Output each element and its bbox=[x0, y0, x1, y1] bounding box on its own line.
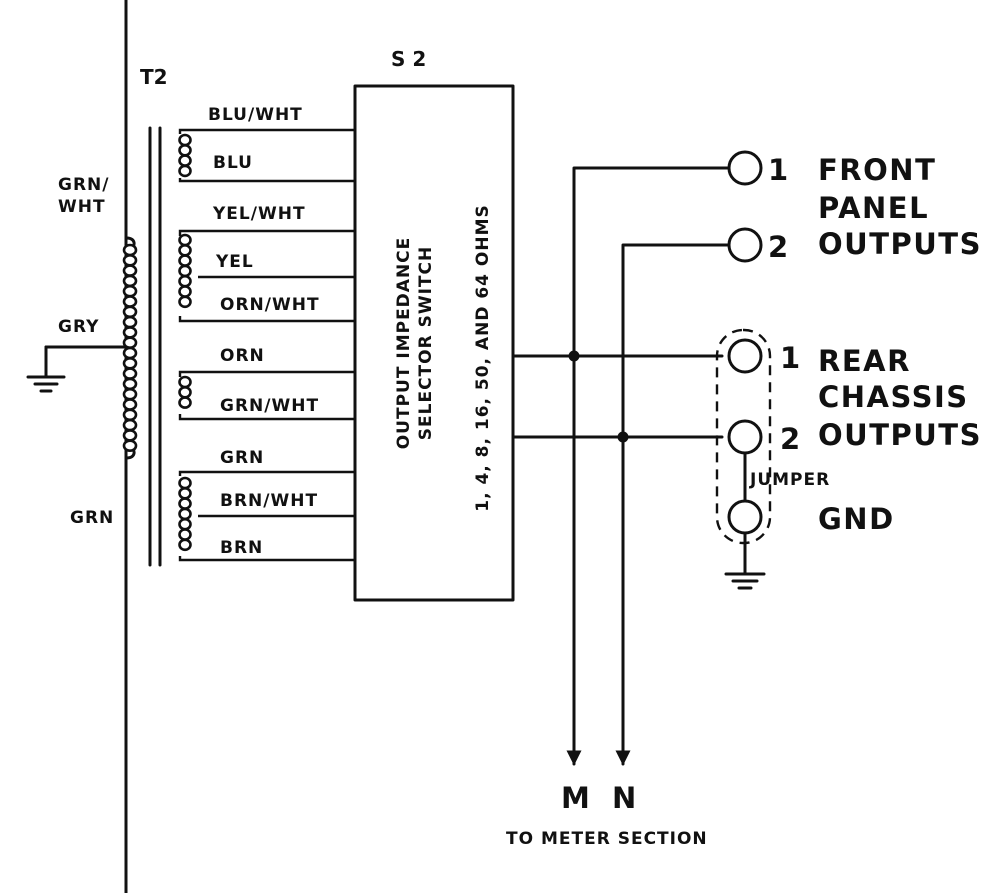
rear-output-1-number: 1 bbox=[780, 341, 802, 375]
secondary-coil-loop bbox=[178, 375, 192, 389]
tap-label-orn: ORN bbox=[220, 346, 265, 366]
secondary-coil-loop bbox=[178, 254, 192, 267]
rear-output-1-jack[interactable] bbox=[727, 338, 763, 374]
tap-label-brn: BRN bbox=[220, 538, 263, 558]
secondary-coil-loop bbox=[178, 497, 192, 510]
jumper-label: JUMPER bbox=[749, 470, 830, 490]
primary-coil-loop bbox=[122, 418, 138, 432]
gnd-label: GND bbox=[818, 502, 895, 536]
chassis-ground-icon bbox=[724, 531, 766, 590]
primary-coil-loop bbox=[122, 377, 138, 391]
primary-coil-loop bbox=[122, 398, 138, 411]
rear-label-1: REAR bbox=[818, 344, 911, 378]
primary-coil-loop bbox=[122, 408, 138, 422]
secondary-coil-loop bbox=[178, 244, 192, 257]
front-output-2-number: 2 bbox=[768, 230, 790, 264]
tap-label-grn-wht: GRN/WHT bbox=[220, 396, 319, 416]
primary-coil-loop bbox=[122, 284, 138, 298]
secondary-coil-loop bbox=[178, 233, 192, 247]
switch-label-line2: SELECTOR SWITCH bbox=[416, 246, 436, 440]
primary-label-wht: WHT bbox=[58, 197, 106, 217]
secondary-coil-loop bbox=[178, 285, 192, 298]
tap-label-yel-wht: YEL/WHT bbox=[212, 204, 306, 224]
tap-label-grn: GRN bbox=[220, 448, 264, 468]
transformer-core bbox=[148, 126, 162, 567]
primary-coil-loop bbox=[122, 387, 138, 401]
secondary-coil-loop bbox=[178, 164, 192, 178]
secondary-coil-loop bbox=[178, 133, 192, 147]
primary-winding bbox=[122, 236, 138, 460]
rear-label-2: CHASSIS bbox=[818, 380, 969, 414]
primary-coil-loop bbox=[122, 264, 138, 277]
switch-label-line3: 1, 4, 8, 16, 50, AND 64 OHMS bbox=[473, 204, 493, 512]
tap-label-blu: BLU bbox=[213, 153, 253, 173]
tap-label-blu-wht: BLU/WHT bbox=[208, 105, 303, 125]
primary-coil-loop bbox=[122, 326, 138, 339]
front-output-1-jack[interactable] bbox=[727, 150, 763, 186]
secondary-coil-loop bbox=[178, 396, 192, 409]
primary-coil-loop bbox=[122, 439, 138, 453]
meter-n-label: N bbox=[612, 781, 638, 815]
switch-ref: S 2 bbox=[391, 47, 426, 71]
secondary-coil-loop bbox=[178, 385, 192, 399]
primary-label-grn: GRN bbox=[70, 508, 114, 528]
primary-coil-loop bbox=[122, 346, 138, 360]
switch-output-wires bbox=[511, 350, 724, 443]
front-label-1: FRONT bbox=[818, 153, 936, 187]
selector-switch-box bbox=[353, 84, 515, 602]
meter-caption: TO METER SECTION bbox=[506, 829, 708, 849]
front-label-2: PANEL bbox=[818, 191, 929, 225]
rear-label-3: OUTPUTS bbox=[818, 418, 982, 452]
primary-label-gry: GRY bbox=[58, 317, 99, 337]
tap-label-yel: YEL bbox=[215, 252, 254, 272]
secondary-coil-loop bbox=[178, 486, 192, 500]
primary-coil-loop bbox=[122, 274, 138, 288]
primary-coil-loop bbox=[122, 243, 138, 257]
secondary-coil-loop bbox=[178, 154, 192, 167]
primary-coil-loop bbox=[122, 429, 138, 442]
meter-lines bbox=[566, 166, 730, 766]
primary-coil-loop bbox=[122, 356, 138, 370]
transformer-ref: T2 bbox=[140, 65, 168, 89]
primary-coil-loop bbox=[122, 367, 138, 380]
secondary-coil-loop bbox=[178, 538, 192, 552]
rear-gnd-jack[interactable] bbox=[727, 499, 763, 535]
primary-coil-loop bbox=[122, 295, 138, 308]
secondary-coil-loop bbox=[178, 476, 192, 490]
secondary-coil-loop bbox=[178, 528, 192, 541]
secondary-coil-loop bbox=[178, 517, 192, 531]
front-output-2-jack[interactable] bbox=[727, 227, 763, 263]
primary-coil-loop bbox=[122, 315, 138, 329]
primary-tap-ground bbox=[26, 345, 128, 393]
front-label-3: OUTPUTS bbox=[818, 227, 982, 261]
switch-label-line1: OUTPUT IMPEDANCE bbox=[394, 237, 414, 450]
tap-label-orn-wht: ORN/WHT bbox=[220, 295, 320, 315]
secondary-coil-loop bbox=[178, 507, 192, 521]
primary-coil-loop bbox=[122, 305, 138, 319]
meter-m-label: M bbox=[561, 781, 591, 815]
secondary-coil-loop bbox=[178, 264, 192, 278]
rear-output-2-jack[interactable] bbox=[727, 419, 763, 455]
secondary-coil-loop bbox=[178, 274, 192, 288]
front-output-1-number: 1 bbox=[768, 153, 790, 187]
secondary-coil-loop bbox=[178, 144, 192, 157]
primary-label-grn-wht: GRN/ bbox=[58, 175, 109, 195]
secondary-windings bbox=[178, 133, 192, 552]
tap-label-brn-wht: BRN/WHT bbox=[220, 491, 318, 511]
coil-to-switch-wires bbox=[178, 128, 355, 562]
rear-output-2-number: 2 bbox=[780, 422, 802, 456]
secondary-coil-loop bbox=[178, 295, 192, 309]
primary-coil-loop bbox=[122, 253, 138, 267]
